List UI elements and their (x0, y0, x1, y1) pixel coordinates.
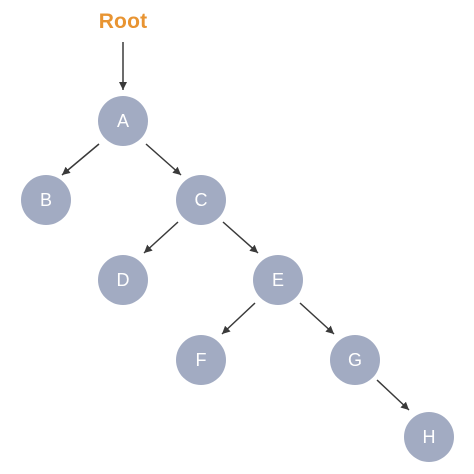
tree-node-h[interactable]: H (404, 412, 454, 462)
tree-node-f[interactable]: F (176, 335, 226, 385)
edge-e-f (221, 302, 256, 335)
tree-node-d[interactable]: D (98, 255, 148, 305)
tree-node-g[interactable]: G (330, 335, 380, 385)
edge-e-g (299, 302, 335, 335)
tree-node-b[interactable]: B (21, 175, 71, 225)
edge-g-h (376, 379, 410, 411)
edge-a-b (61, 143, 100, 176)
tree-node-c[interactable]: C (176, 175, 226, 225)
root-label: Root (98, 10, 148, 33)
edge-a-c (145, 143, 182, 176)
edge-c-d (143, 221, 179, 254)
tree-node-e[interactable]: E (253, 255, 303, 305)
edge-c-e (222, 221, 259, 254)
tree-node-a[interactable]: A (98, 96, 148, 146)
